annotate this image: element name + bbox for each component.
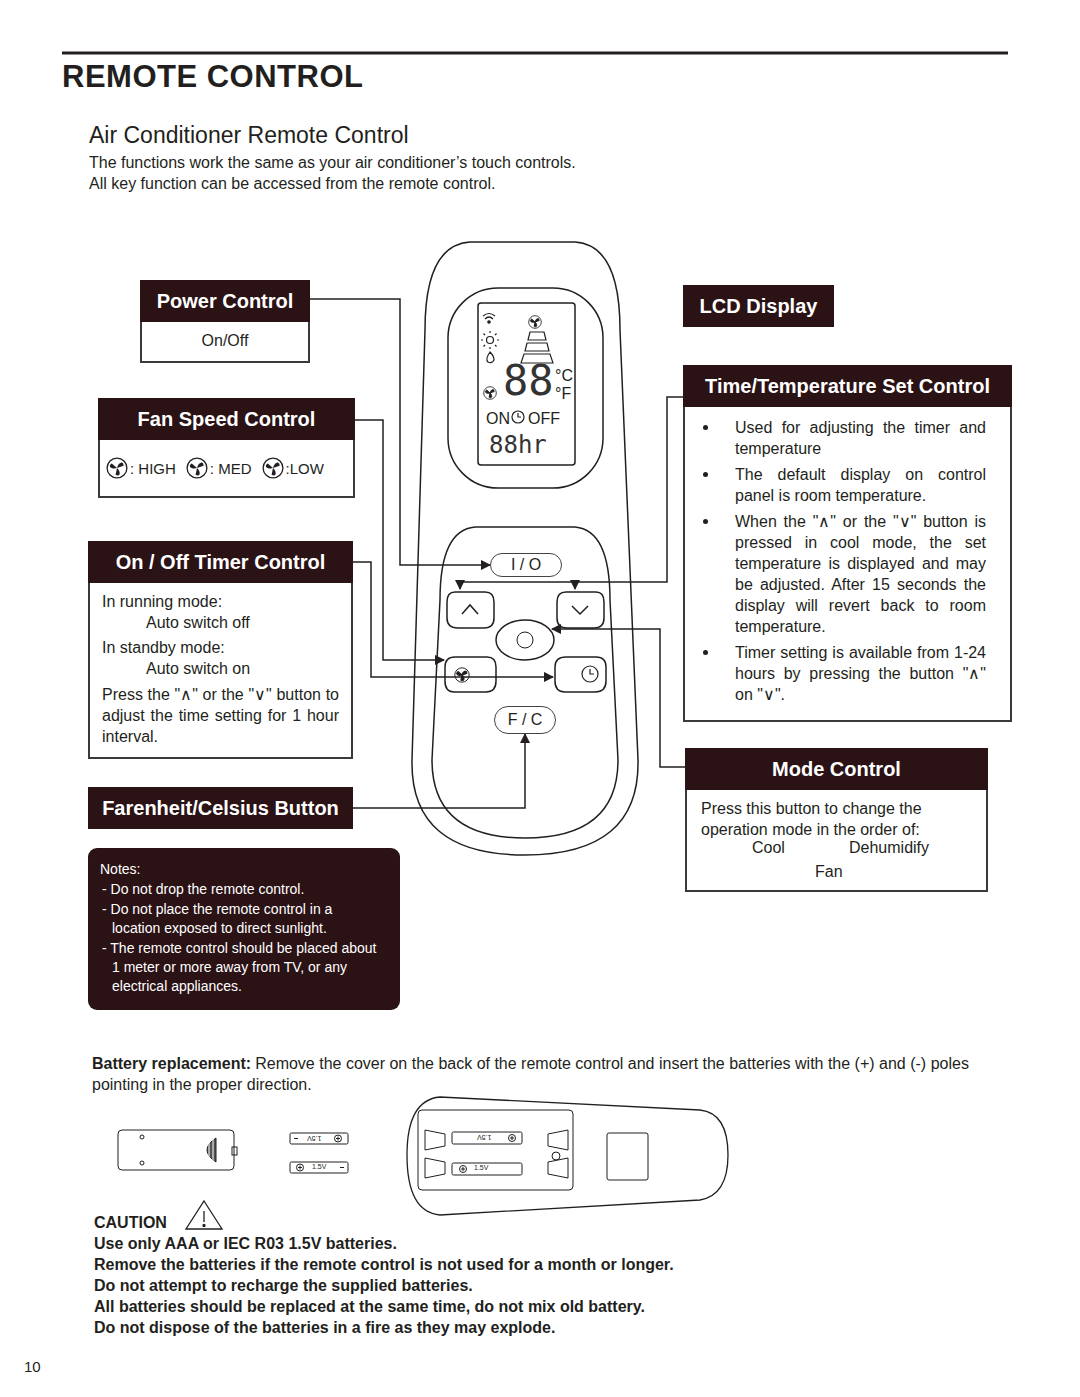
callout-text: Press the "∧" or the "∨" button to adjus… bbox=[102, 684, 339, 747]
power-button: I / O bbox=[490, 553, 562, 577]
text-label: Remove the batteries if the remote contr… bbox=[94, 1255, 674, 1274]
callout-text: In running mode: bbox=[102, 591, 339, 612]
timer-callout: On / Off Timer ControlIn running mode:Au… bbox=[88, 541, 353, 759]
text-label: All key function can be accessed from th… bbox=[89, 174, 495, 193]
power-control-callout: Power ControlOn/Off bbox=[140, 280, 310, 363]
fan-icon bbox=[186, 457, 208, 479]
bullet-text: When the "∧" or the "∨" button is presse… bbox=[735, 511, 986, 637]
button-label: F / C bbox=[508, 711, 543, 729]
text-label: Dehumidify bbox=[849, 838, 929, 857]
fan-icon bbox=[262, 457, 284, 479]
callout-heading: Power Control bbox=[140, 280, 310, 322]
callout-heading: Farenheit/Celsius Button bbox=[88, 787, 353, 829]
caution-icon bbox=[186, 1201, 222, 1229]
callout-heading: On / Off Timer Control bbox=[88, 541, 353, 583]
notes-heading: Notes: bbox=[100, 860, 384, 879]
callout-body: On/Off bbox=[140, 322, 310, 363]
fc-callout: Farenheit/Celsius Button bbox=[88, 787, 353, 829]
text-label: OFF bbox=[528, 409, 560, 428]
callout-text: Auto switch off bbox=[102, 612, 339, 633]
battery-voltage: 1.5V bbox=[312, 1163, 326, 1171]
bullet bbox=[703, 519, 708, 524]
text-label: °F bbox=[555, 384, 571, 403]
bullet bbox=[703, 650, 708, 655]
fan-speed-callout: Fan Speed Control : HIGH : MED :LOW bbox=[98, 398, 355, 498]
battery-voltage: 1.5V bbox=[474, 1164, 488, 1172]
battery-figures bbox=[118, 1097, 728, 1215]
text-label: Fan bbox=[815, 862, 843, 881]
callout-body: In running mode:Auto switch off In standb… bbox=[88, 583, 353, 759]
text-label: All batteries should be replaced at the … bbox=[94, 1297, 645, 1316]
battery-heading: Battery replacement: bbox=[92, 1055, 251, 1072]
bullet-text: Timer setting is available from 1-24 hou… bbox=[735, 642, 986, 705]
button-label: I / O bbox=[511, 556, 541, 574]
bullet-item: When the "∧" or the "∨" button is presse… bbox=[699, 511, 986, 637]
fc-button: F / C bbox=[494, 706, 556, 734]
page-title: REMOTE CONTROL bbox=[62, 58, 364, 95]
text-label: The functions work the same as your air … bbox=[89, 153, 576, 172]
lcd-icons bbox=[481, 314, 553, 424]
note-item: - Do not place the remote control in a l… bbox=[100, 900, 384, 938]
callout-heading: LCD Display bbox=[683, 285, 834, 327]
text-label: ON bbox=[486, 409, 510, 428]
battery-paragraph: Battery replacement:Remove the cover on … bbox=[92, 1053, 1017, 1095]
text-label: Use only AAA or IEC R03 1.5V batteries. bbox=[94, 1234, 397, 1253]
text-label: °C bbox=[555, 366, 573, 385]
bullet-item: The default display on control panel is … bbox=[699, 464, 986, 506]
text-label: Air Conditioner Remote Control bbox=[89, 122, 409, 150]
top-rule bbox=[62, 52, 1008, 55]
callout-heading: Time/Temperature Set Control bbox=[683, 365, 1012, 407]
fan-speed-label: : MED bbox=[210, 458, 252, 479]
leader-lines bbox=[353, 397, 685, 767]
notes-box: Notes:- Do not drop the remote control.-… bbox=[88, 848, 400, 1010]
callout-body: : HIGH : MED :LOW bbox=[98, 440, 355, 498]
text-label: Do not attempt to recharge the supplied … bbox=[94, 1276, 473, 1295]
lcd-callout: LCD Display bbox=[683, 285, 834, 327]
lcd-digits: 88 bbox=[503, 360, 554, 402]
text-label: Do not dispose of the batteries in a fir… bbox=[94, 1318, 555, 1337]
note-item: - The remote control should be placed ab… bbox=[100, 939, 384, 996]
fan-speed-label: :LOW bbox=[286, 458, 324, 479]
bullet-text: The default display on control panel is … bbox=[735, 464, 986, 506]
bullet-item: Used for adjusting the timer and tempera… bbox=[699, 417, 986, 459]
text-label: 10 bbox=[24, 1358, 41, 1376]
text-label: CAUTION bbox=[94, 1213, 167, 1232]
connector bbox=[353, 734, 525, 808]
fan-icon bbox=[106, 457, 128, 479]
battery-voltage: 1.5V bbox=[477, 1133, 491, 1141]
bullet-item: Timer setting is available from 1-24 hou… bbox=[699, 642, 986, 705]
battery-voltage: 1.5V bbox=[307, 1134, 321, 1142]
callout-heading: Fan Speed Control bbox=[98, 398, 355, 440]
callout-text: In standby mode: bbox=[102, 637, 339, 658]
callout-body: Used for adjusting the timer and tempera… bbox=[683, 407, 1012, 722]
time-temp-callout: Time/Temperature Set ControlUsed for adj… bbox=[683, 365, 1012, 722]
lcd-digits: 88hr bbox=[489, 433, 547, 457]
bullet bbox=[703, 472, 708, 477]
callout-text: On/Off bbox=[154, 330, 296, 351]
callout-text: Press this button to change the operatio… bbox=[701, 798, 972, 840]
bullet-text: Used for adjusting the timer and tempera… bbox=[735, 417, 986, 459]
text-label: Cool bbox=[752, 838, 785, 857]
note-item: - Do not drop the remote control. bbox=[100, 880, 384, 899]
bullet bbox=[703, 425, 708, 430]
fan-speed-label: : HIGH bbox=[130, 458, 176, 479]
callout-heading: Mode Control bbox=[685, 748, 988, 790]
callout-text: Auto switch on bbox=[102, 658, 339, 679]
